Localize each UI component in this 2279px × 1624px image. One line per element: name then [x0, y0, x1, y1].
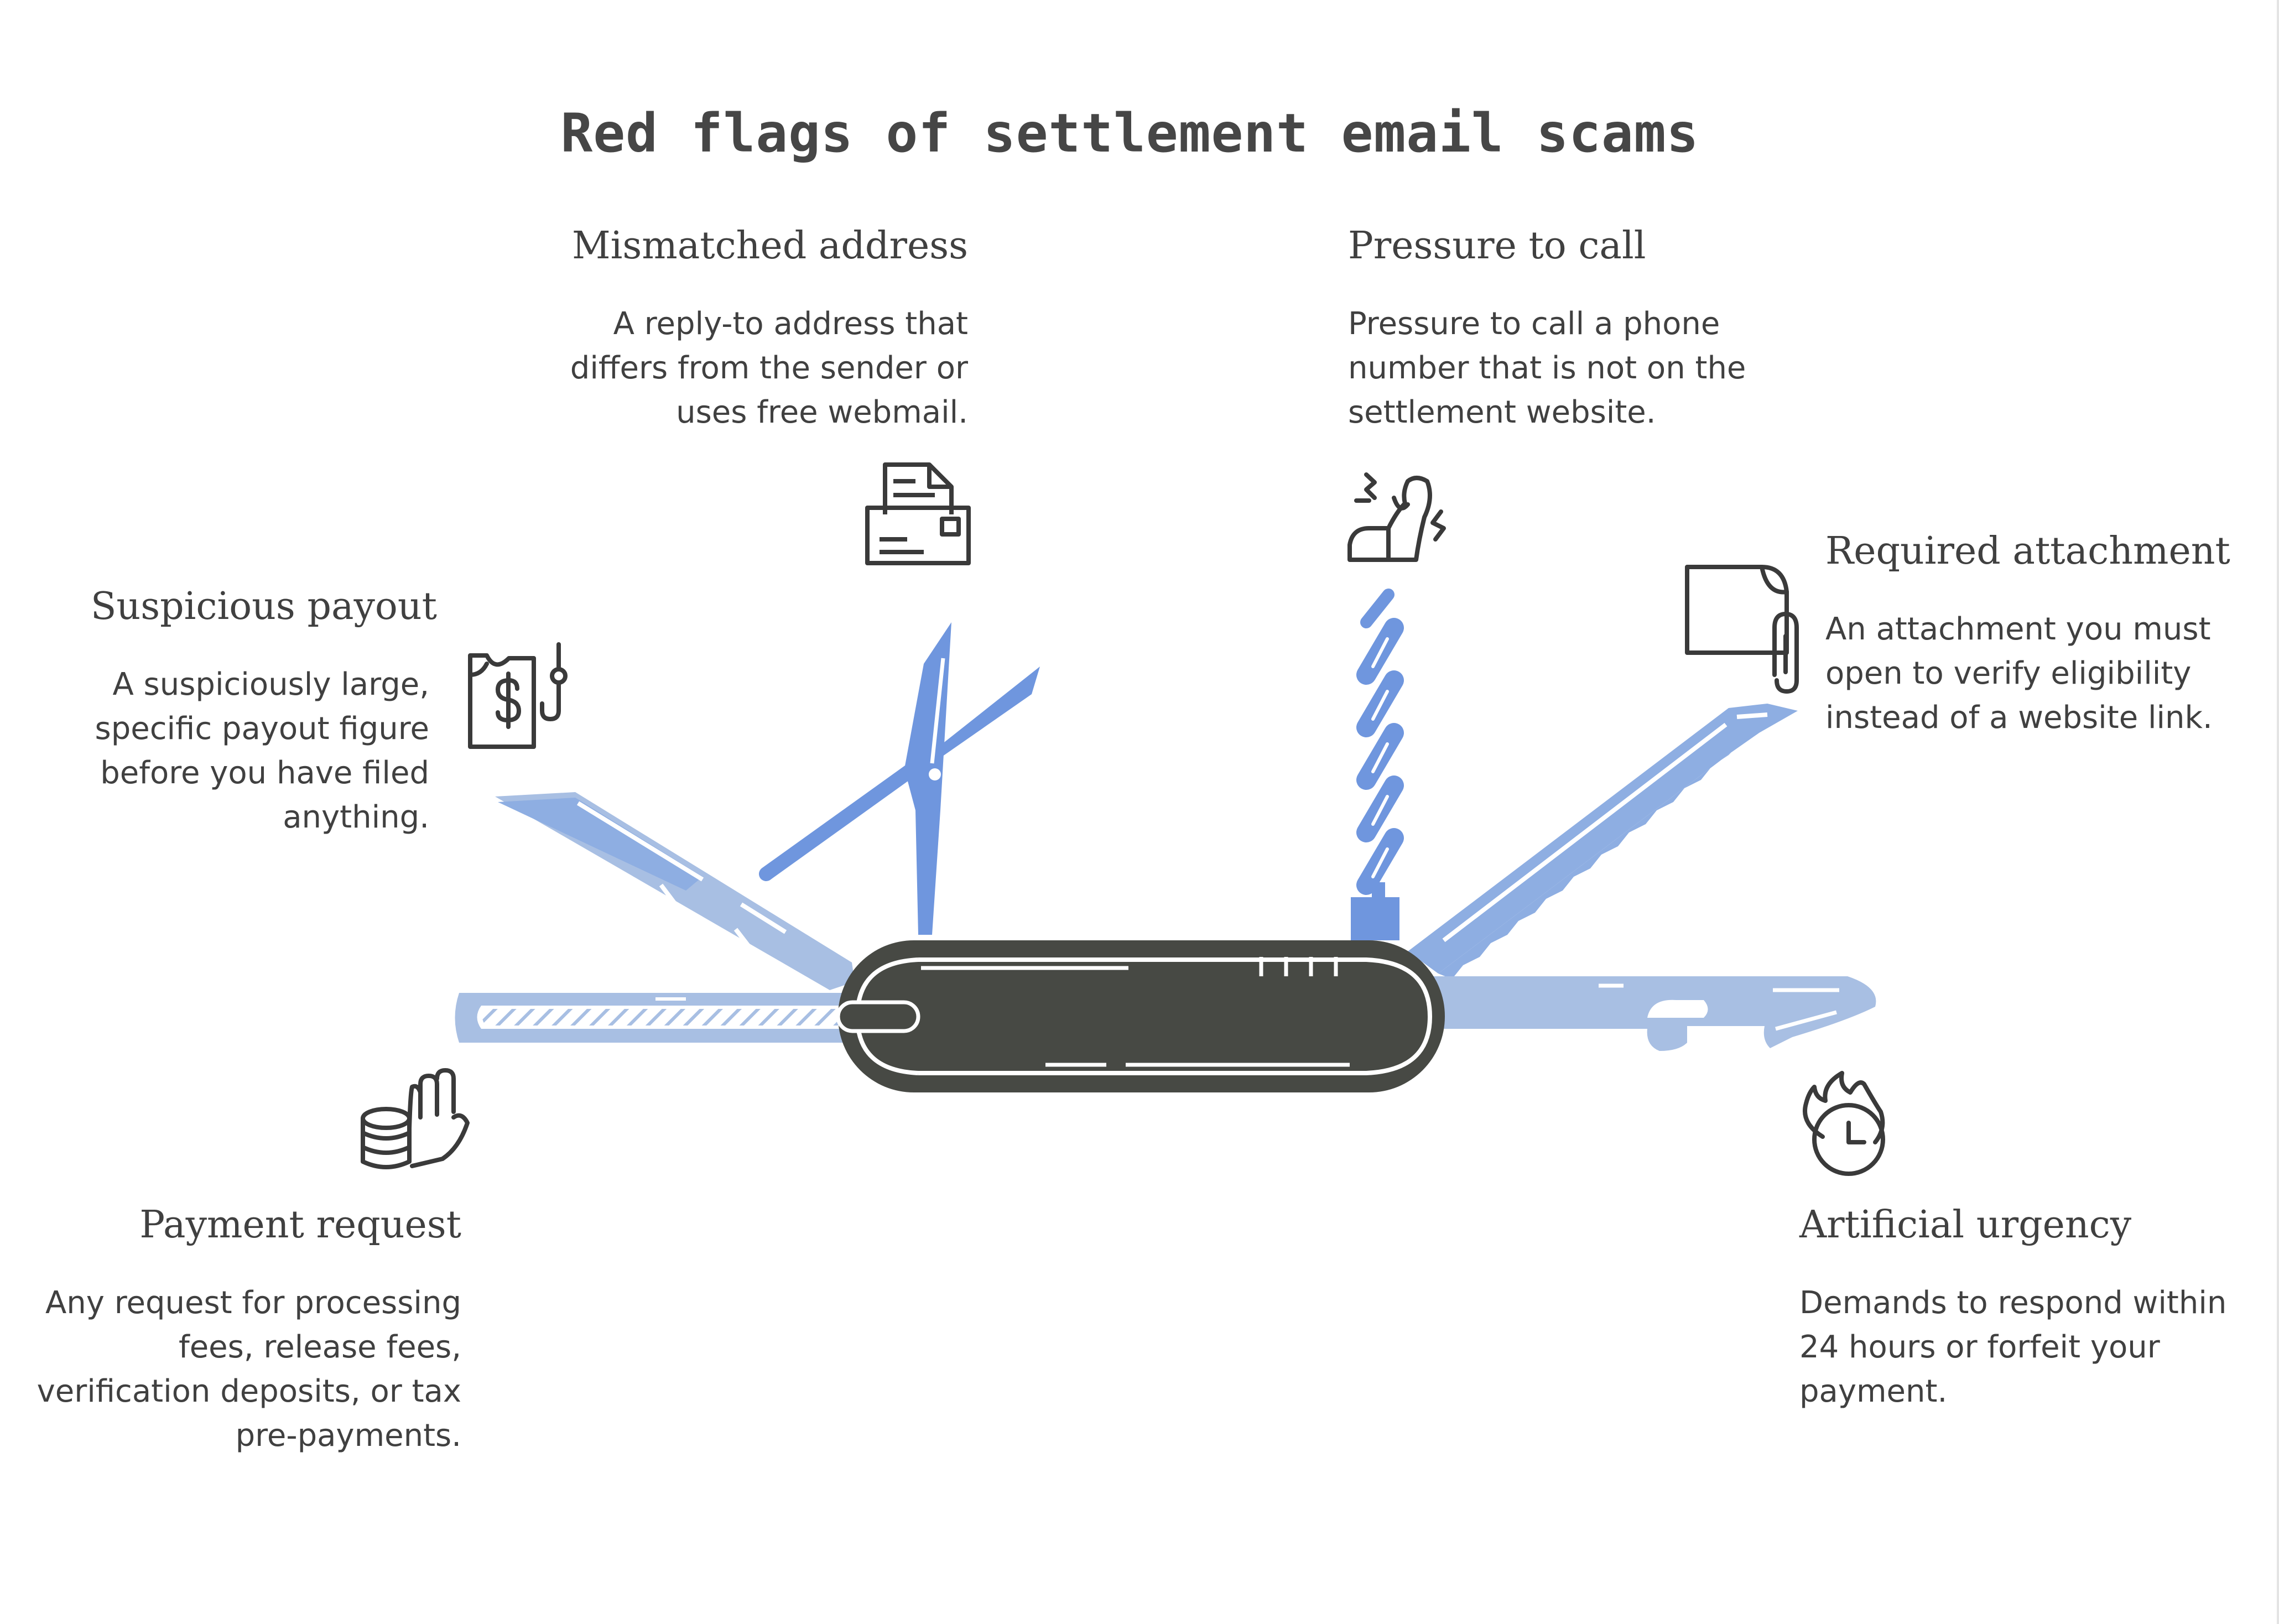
description-line: fees, release fees,	[179, 1329, 461, 1365]
description-line: open to verify eligibility	[1825, 655, 2192, 691]
description-line: payment.	[1799, 1373, 1948, 1409]
hand-coins-icon	[361, 1068, 470, 1169]
description-line: 24 hours or forfeit your	[1799, 1329, 2160, 1365]
pressure-to-call-description: Pressure to call a phone number that is …	[1348, 302, 1746, 435]
knife-handle	[836, 940, 1445, 1092]
description-line: verification deposits, or tax	[37, 1373, 461, 1409]
description-line: settlement website.	[1348, 394, 1656, 430]
suspicious-payout-description: A suspiciously large, specific payout fi…	[55, 663, 429, 840]
description-line: instead of a website link.	[1825, 700, 2213, 736]
description-line: Pressure to call a phone	[1348, 306, 1720, 342]
corkscrew	[1351, 589, 1404, 940]
description-line: pre-payments.	[235, 1418, 461, 1454]
ringing-phone-icon	[1347, 472, 1446, 562]
payment-request-title: Payment request	[139, 1203, 461, 1247]
page-edge-border	[2277, 0, 2279, 1624]
description-line: Demands to respond within	[1799, 1285, 2227, 1321]
scissors	[759, 622, 1040, 935]
description-line: anything.	[283, 799, 429, 835]
bottle-opener	[1416, 976, 1876, 1051]
mail-document-icon	[865, 462, 971, 565]
description-line: A suspiciously large,	[112, 667, 429, 702]
required-attachment-description: An attachment you must open to verify el…	[1825, 607, 2213, 740]
description-line: specific payout figure	[95, 711, 429, 747]
paperclip-file-icon	[1685, 565, 1799, 694]
description-line: Any request for processing	[45, 1285, 461, 1321]
mismatched-address-description: A reply-to address that differs from the…	[487, 302, 968, 435]
description-line: number that is not on the	[1348, 350, 1746, 386]
nail-file	[455, 993, 863, 1043]
burning-clock-icon	[1803, 1071, 1885, 1176]
pressure-to-call-title: Pressure to call	[1348, 224, 1646, 268]
page-title: Red flags of settlement email scams	[560, 102, 1699, 164]
suspicious-payout-title: Suspicious payout	[90, 585, 437, 628]
payment-request-description: Any request for processing fees, release…	[33, 1281, 461, 1458]
saw-blade	[1408, 704, 1798, 979]
description-line: before you have filed	[100, 755, 429, 791]
artificial-urgency-title: Artificial urgency	[1799, 1203, 2132, 1247]
description-line: differs from the sender or	[570, 350, 968, 386]
artificial-urgency-description: Demands to respond within 24 hours or fo…	[1799, 1281, 2226, 1414]
required-attachment-title: Required attachment	[1825, 529, 2230, 573]
dollar-document-hook-icon	[468, 642, 568, 749]
description-line: A reply-to address that	[613, 306, 968, 342]
description-line: uses free webmail.	[676, 394, 968, 430]
description-line: An attachment you must	[1825, 611, 2211, 647]
knife-blade	[495, 792, 855, 990]
mismatched-address-title: Mismatched address	[571, 224, 968, 268]
